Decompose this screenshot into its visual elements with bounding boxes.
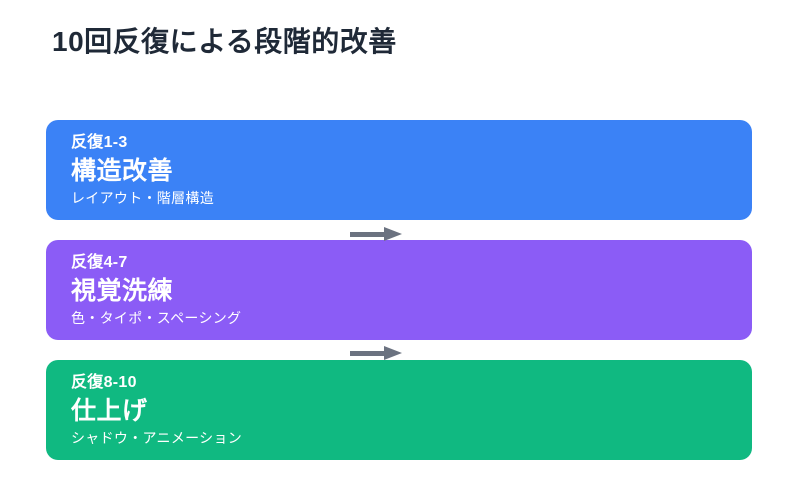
arrow-head (384, 227, 402, 241)
stage-subtitle: 色・タイポ・スペーシング (71, 309, 242, 326)
arrow-head (384, 346, 402, 360)
flow-arrow-right-icon (350, 346, 402, 360)
stage-title: 構造改善 (71, 157, 174, 186)
stage-subtitle: シャドウ・アニメーション (71, 429, 243, 446)
stage-iteration-label: 反復8-10 (71, 374, 137, 392)
stage-title: 仕上げ (71, 397, 148, 426)
stage-iteration-label: 反復1-3 (71, 134, 128, 152)
flow-arrow-right-icon (350, 227, 402, 241)
stage-structure-improvement: 反復1-3 構造改善 レイアウト・階層構造 (46, 120, 752, 220)
stage-visual-refinement: 反復4-7 視覚洗練 色・タイポ・スペーシング (46, 240, 752, 340)
stage-subtitle: レイアウト・階層構造 (71, 189, 214, 206)
stage-list: 反復1-3 構造改善 レイアウト・階層構造 反復4-7 視覚洗練 色・タイポ・ス… (46, 120, 752, 480)
stage-title: 視覚洗練 (71, 277, 174, 306)
arrow-shaft (350, 232, 386, 237)
page-title: 10回反復による段階的改善 (52, 26, 397, 57)
stage-iteration-label: 反復4-7 (71, 254, 128, 272)
stage-finishing: 反復8-10 仕上げ シャドウ・アニメーション (46, 360, 752, 460)
arrow-shaft (350, 351, 386, 356)
